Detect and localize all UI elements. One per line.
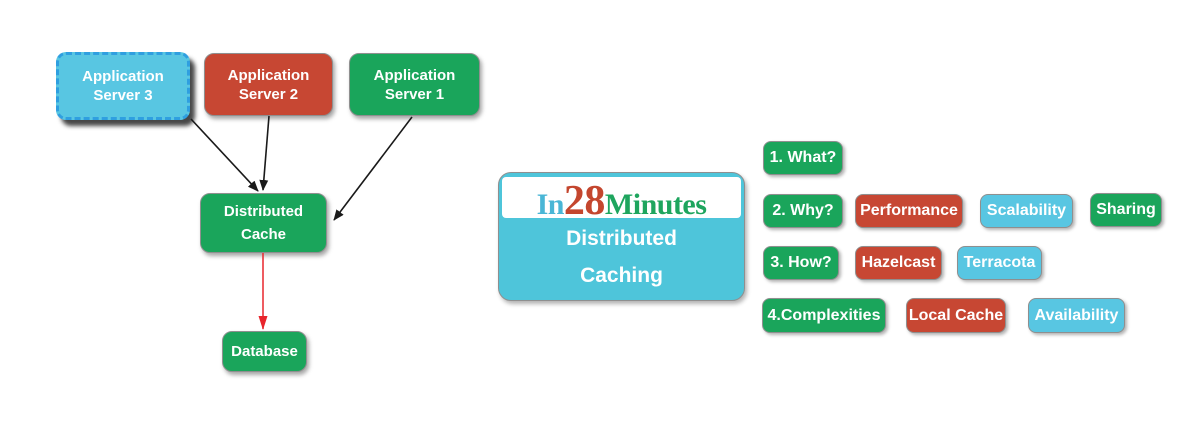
chip-label: Performance: [860, 202, 958, 219]
node-label-line: Distributed: [223, 203, 304, 220]
node-distributed-cache[interactable]: Distributed Cache: [200, 193, 327, 253]
arrow-server3-to-cache: [190, 118, 259, 192]
node-app-server-2[interactable]: Application Server 2: [204, 53, 333, 116]
arrow-server1-to-cache: [333, 116, 413, 221]
topic-chip-complexities[interactable]: 4.Complexities: [762, 298, 886, 333]
chip-label: 2. Why?: [772, 202, 834, 219]
topic-chip-what[interactable]: 1. What?: [763, 141, 843, 175]
chip-label: 1. What?: [769, 149, 837, 166]
topic-chip-scalability[interactable]: Scalability: [980, 194, 1073, 228]
topic-chip-performance[interactable]: Performance: [855, 194, 963, 228]
chip-label: Sharing: [1096, 201, 1156, 218]
logo-title-line: Caching: [580, 264, 663, 287]
node-app-server-3[interactable]: Application Server 3: [56, 52, 190, 120]
chip-label: Availability: [1034, 306, 1119, 324]
node-label-line: Server 2: [238, 85, 299, 103]
logo-brand-in: In: [536, 188, 565, 221]
chip-label: 4.Complexities: [767, 306, 881, 324]
logo-brand-28: 28: [563, 178, 606, 224]
logo-brand-minutes: Minutes: [604, 188, 707, 221]
chip-label: Terracota: [963, 254, 1036, 271]
node-label-line: Server 1: [384, 85, 445, 103]
node-label-line: Database: [231, 343, 298, 360]
chip-label: 3. How?: [770, 254, 832, 271]
node-label-line: Cache: [240, 226, 287, 243]
topic-chip-local-cache[interactable]: Local Cache: [906, 298, 1006, 333]
logo-title-line: Distributed: [566, 227, 677, 250]
node-label-line: Application: [373, 66, 456, 84]
topic-chip-availability[interactable]: Availability: [1028, 298, 1125, 333]
topic-chip-how[interactable]: 3. How?: [763, 246, 839, 280]
node-label-line: Application: [82, 68, 164, 85]
topic-chip-sharing[interactable]: Sharing: [1090, 193, 1162, 227]
topic-chip-why[interactable]: 2. Why?: [763, 194, 843, 228]
logo-title: Distributed Caching: [499, 220, 744, 294]
node-app-server-1[interactable]: Application Server 1: [349, 53, 480, 116]
topic-chip-terracota[interactable]: Terracota: [957, 246, 1042, 280]
chip-label: Hazelcast: [861, 254, 936, 271]
node-database[interactable]: Database: [222, 331, 307, 372]
node-label-line: Application: [227, 66, 310, 84]
node-label-line: Server 3: [93, 87, 153, 104]
arrow-server2-to-cache: [259, 115, 270, 191]
chip-label: Local Cache: [908, 306, 1004, 324]
chip-label: Scalability: [986, 202, 1067, 219]
topic-chip-hazelcast[interactable]: Hazelcast: [855, 246, 942, 280]
